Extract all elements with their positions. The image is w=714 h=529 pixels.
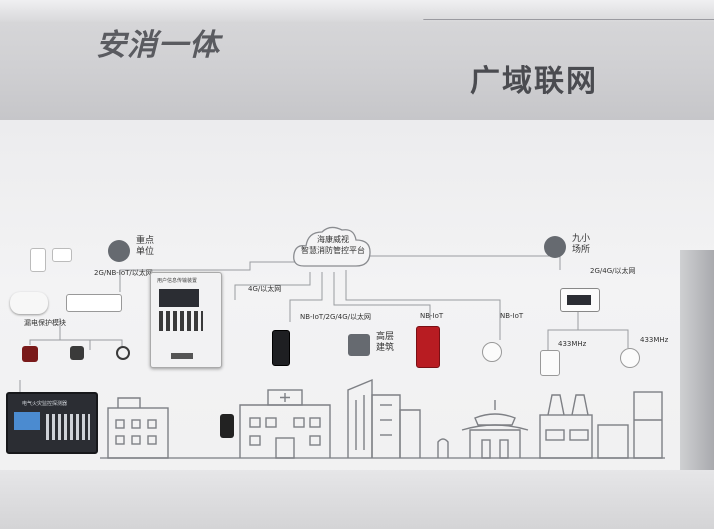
small-venues-label: 九小 场所 <box>572 234 590 256</box>
nb-smoke-detector <box>482 342 502 362</box>
key-unit-line1: 重点 <box>136 236 155 246</box>
wearable-device <box>220 414 234 438</box>
tall-building-line2: 建筑 <box>376 343 395 353</box>
control-box-title: 电气火灾监控探测器 <box>22 401 68 407</box>
cloud-platform-icon <box>293 226 371 267</box>
link-433b-label: 433MHz <box>640 336 669 344</box>
small-venue-gateway <box>560 288 600 312</box>
electrical-module-label: 漏电保护模块 <box>24 319 66 327</box>
panel-title: 用户信息传输装置 <box>157 278 198 284</box>
panel-label-plate <box>171 353 193 359</box>
sensor-device-2 <box>70 346 84 360</box>
banner-top-strip <box>0 0 714 22</box>
small-venues-line2: 场所 <box>572 245 591 255</box>
user-info-transmitter-panel: 用户信息传输装置 <box>150 272 222 368</box>
platform-line2: 智慧消防管控平台 <box>301 246 365 255</box>
floor-area <box>0 470 714 529</box>
key-unit-label: 重点 单位 <box>136 236 154 258</box>
link-4g-label: 4G/以太网 <box>248 285 282 293</box>
right-wall-shadow <box>680 250 714 470</box>
handheld-terminal-device <box>272 330 290 366</box>
gateway-screen <box>567 295 591 305</box>
platform-label: 海康威视 智慧消防管控平台 <box>296 234 370 256</box>
banner-slogan: 安消一体 <box>96 28 220 63</box>
key-unit-network-label: 2G/NB-IoT/以太网 <box>94 269 153 277</box>
link-433a-label: 433MHz <box>558 340 587 348</box>
key-unit-building-icon <box>108 240 130 262</box>
red-pressure-device <box>416 326 440 368</box>
link-nb2-label: NB-IoT <box>500 312 524 320</box>
region-title: 广域联网 <box>470 64 598 99</box>
control-box-indicators <box>46 414 90 440</box>
wireless-detector-b <box>620 348 640 368</box>
platform-line1: 海康威视 <box>317 235 349 244</box>
smoke-detector-device <box>10 292 48 314</box>
electrical-fire-control-box: 电气火灾监控探测器 <box>6 392 98 454</box>
sensor-coil-device <box>116 346 130 360</box>
wireless-detector-a <box>540 350 560 376</box>
panel-keypad <box>159 311 203 331</box>
small-venues-line1: 九小 <box>572 234 591 244</box>
tall-building-label: 高层 建筑 <box>376 332 394 354</box>
small-venues-temple-icon <box>544 236 566 258</box>
product-tag-card <box>52 248 72 262</box>
key-unit-line2: 单位 <box>136 247 155 257</box>
sensor-device-1 <box>22 346 38 362</box>
breaker-module-device <box>66 294 122 312</box>
tall-building-icon <box>348 334 370 356</box>
link-nb-multi-label: NB-IoT/2G/4G/以太网 <box>300 313 372 321</box>
panel-display <box>159 289 199 307</box>
link-nb1-label: NB-IoT <box>420 312 444 320</box>
small-module-device <box>30 248 46 272</box>
small-venues-network-label: 2G/4G/以太网 <box>590 267 636 275</box>
control-box-screen <box>14 412 40 430</box>
tall-building-line1: 高层 <box>376 332 395 342</box>
display-wall <box>0 120 714 529</box>
